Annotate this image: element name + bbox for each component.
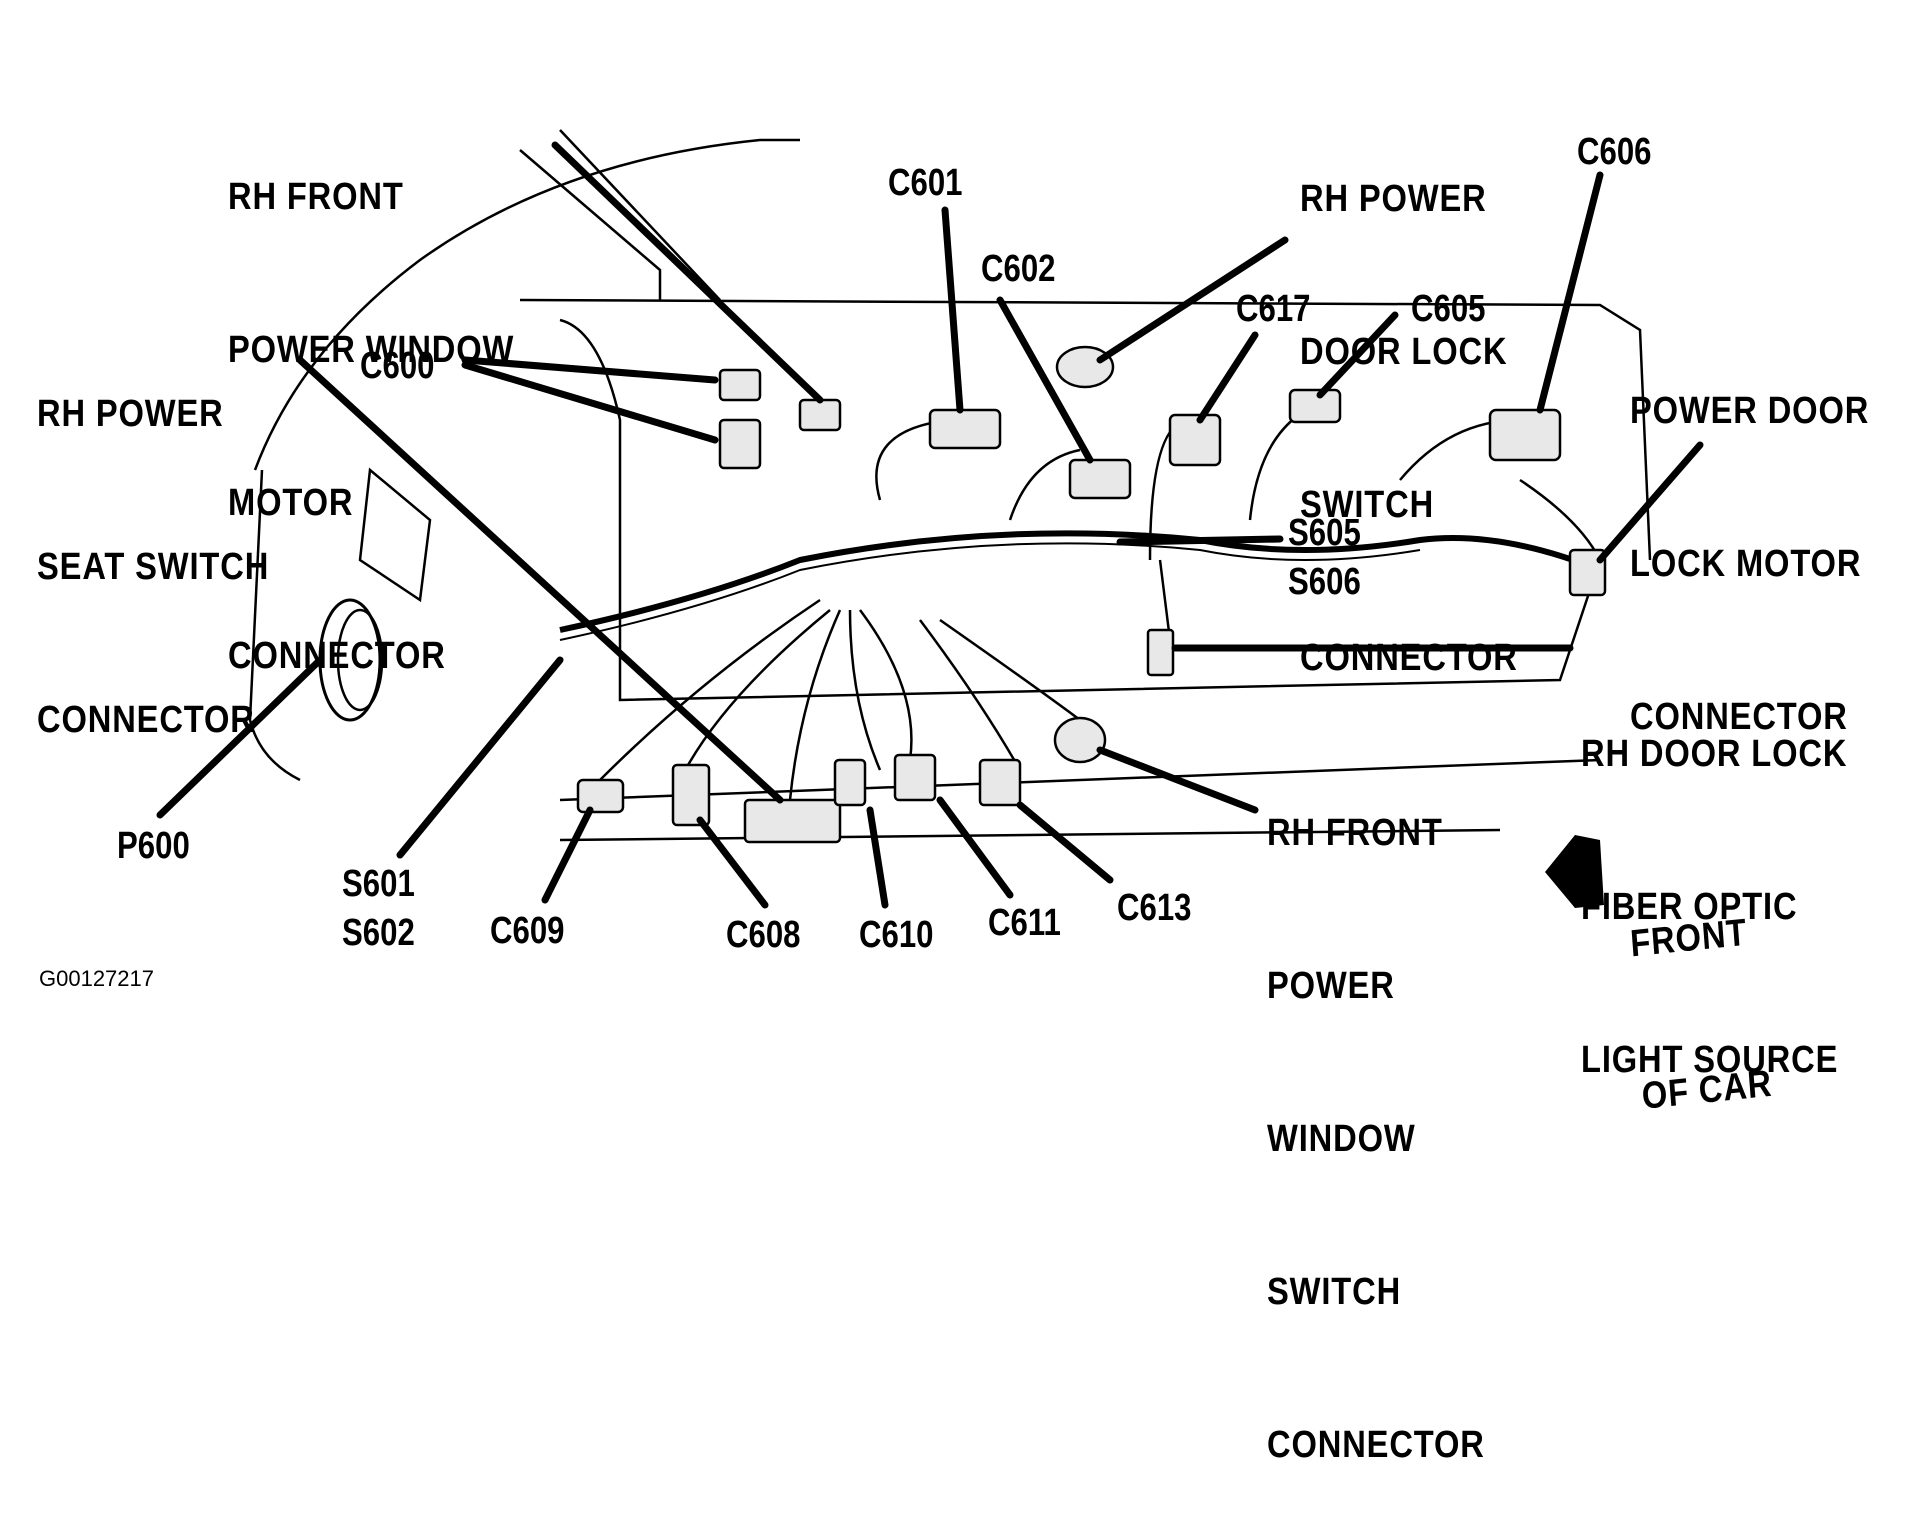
window-frame — [519, 129, 721, 301]
label-line: CONNECTOR — [228, 635, 446, 677]
arrow-c600-b — [461, 361, 719, 444]
label-rh-power-door-lock-switch-connector: RH POWER DOOR LOCK SWITCH CONNECTOR — [1300, 72, 1518, 735]
arrow-rh-front-pw-switch — [1096, 746, 1259, 814]
arrow-rh-pdl-switch — [1096, 236, 1289, 364]
label-line: SEAT SWITCH — [37, 546, 270, 588]
arrow-c605 — [1316, 311, 1399, 399]
label-line: CONNECTOR — [1300, 637, 1518, 679]
code-c600: C600 — [360, 345, 435, 387]
code-c613: C613 — [1117, 887, 1192, 929]
label-line: POWER WINDOW — [228, 329, 515, 371]
code-s602: S602 — [342, 912, 415, 954]
label-rh-front-power-window-switch-connector: RH FRONT POWER WINDOW SWITCH CONNECTOR — [1267, 706, 1485, 1522]
arrow-s601 — [396, 656, 564, 859]
door-wiring-illustration — [156, 129, 1704, 909]
door-panel-bottom-edge — [559, 758, 1601, 802]
label-front-of-car: FRONT OF CAR — [1621, 805, 1778, 1174]
code-c605: C605 — [1411, 288, 1486, 330]
label-line: POWER DOOR — [1630, 390, 1870, 432]
code-c611: C611 — [988, 902, 1061, 944]
arrow-rh-front-pw-motor — [551, 141, 824, 404]
connector-c600-upper — [718, 368, 762, 402]
connector-c605 — [1288, 388, 1342, 424]
code-c602: C602 — [981, 248, 1056, 290]
label-line: FRONT — [1628, 911, 1749, 966]
code-c608: C608 — [726, 914, 801, 956]
code-c610: C610 — [859, 914, 934, 956]
door-frame-outline — [248, 138, 800, 782]
arrow-c617 — [1196, 331, 1259, 424]
label-line: RH POWER — [1300, 178, 1487, 220]
arrow-s605 — [1116, 535, 1284, 546]
connector-rh-front-pw-motor — [798, 398, 842, 432]
door-panel-inner — [559, 318, 1602, 702]
connector-c611 — [893, 753, 937, 802]
front-of-car-arrow-icon — [1545, 835, 1604, 908]
connector-c600-lower — [718, 418, 762, 470]
connector-c606-block — [743, 798, 842, 844]
code-c609: C609 — [490, 910, 565, 952]
arrow-rh-power-seat-switch — [296, 356, 784, 804]
arrow-c609 — [541, 806, 594, 904]
code-c617: C617 — [1236, 288, 1311, 330]
figure-id: G00127217 — [39, 966, 154, 991]
connector-c609 — [576, 778, 625, 814]
harness-main-inner — [559, 542, 1421, 641]
label-line: RH FRONT — [228, 176, 404, 218]
fiber-optic-light-source — [1146, 628, 1175, 677]
code-s601: S601 — [342, 863, 415, 905]
arrow-c602 — [996, 296, 1094, 464]
code-c606: C606 — [1577, 131, 1652, 173]
label-line: DOOR LOCK — [1300, 331, 1508, 373]
label-line: CONNECTOR — [1267, 1424, 1485, 1466]
connector-c613 — [978, 758, 1022, 807]
code-c601: C601 — [888, 162, 963, 204]
harness-main — [559, 530, 1602, 633]
connector-rh-front-pw-switch — [1053, 716, 1107, 764]
label-rh-front-power-window-motor-connector: RH FRONT POWER WINDOW MOTOR CONNECTOR — [228, 70, 514, 733]
label-line: POWER — [1267, 965, 1395, 1007]
label-rh-power-seat-switch-connector: RH POWER SEAT SWITCH CONNECTOR — [37, 287, 269, 797]
arrow-c613 — [1016, 801, 1114, 884]
label-line: RH DOOR LOCK — [1581, 733, 1848, 775]
label-line: LOCK MOTOR — [1630, 543, 1862, 585]
label-line: CONNECTOR — [1630, 696, 1848, 738]
arrow-p600 — [156, 656, 324, 819]
arrow-pdl-motor — [1596, 441, 1704, 564]
arrow-c606 — [1536, 171, 1604, 414]
connector-c610 — [833, 758, 867, 807]
door-panel-top-edge — [519, 298, 1652, 561]
label-line: RH POWER — [37, 393, 224, 435]
connector-c606 — [1488, 408, 1562, 462]
label-line: CONNECTOR — [37, 699, 255, 741]
code-s605: S605 — [1288, 512, 1361, 554]
label-line: FIBER OPTIC — [1581, 886, 1798, 928]
label-line: OF CAR — [1640, 1062, 1774, 1118]
label-line: RH FRONT — [1267, 812, 1443, 854]
connector-c601 — [928, 408, 1002, 450]
label-line: SWITCH — [1300, 484, 1435, 526]
arrow-c600-a — [461, 356, 719, 384]
connector-c617 — [1168, 413, 1222, 467]
arrow-c610 — [866, 806, 889, 909]
connector-c602 — [1068, 458, 1132, 500]
connector-power-door-lock-motor — [1568, 548, 1607, 597]
arrow-c608 — [696, 816, 769, 909]
arrow-c611 — [936, 796, 1014, 899]
label-line: WINDOW — [1267, 1118, 1416, 1160]
code-p600: P600 — [117, 825, 190, 867]
label-line: MOTOR — [228, 482, 354, 524]
connector-c608 — [671, 763, 711, 827]
arrow-c601 — [941, 206, 964, 414]
code-s606: S606 — [1288, 561, 1361, 603]
label-line: SWITCH — [1267, 1271, 1402, 1313]
label-power-door-lock-motor-connector: POWER DOOR LOCK MOTOR CONNECTOR — [1630, 284, 1869, 794]
